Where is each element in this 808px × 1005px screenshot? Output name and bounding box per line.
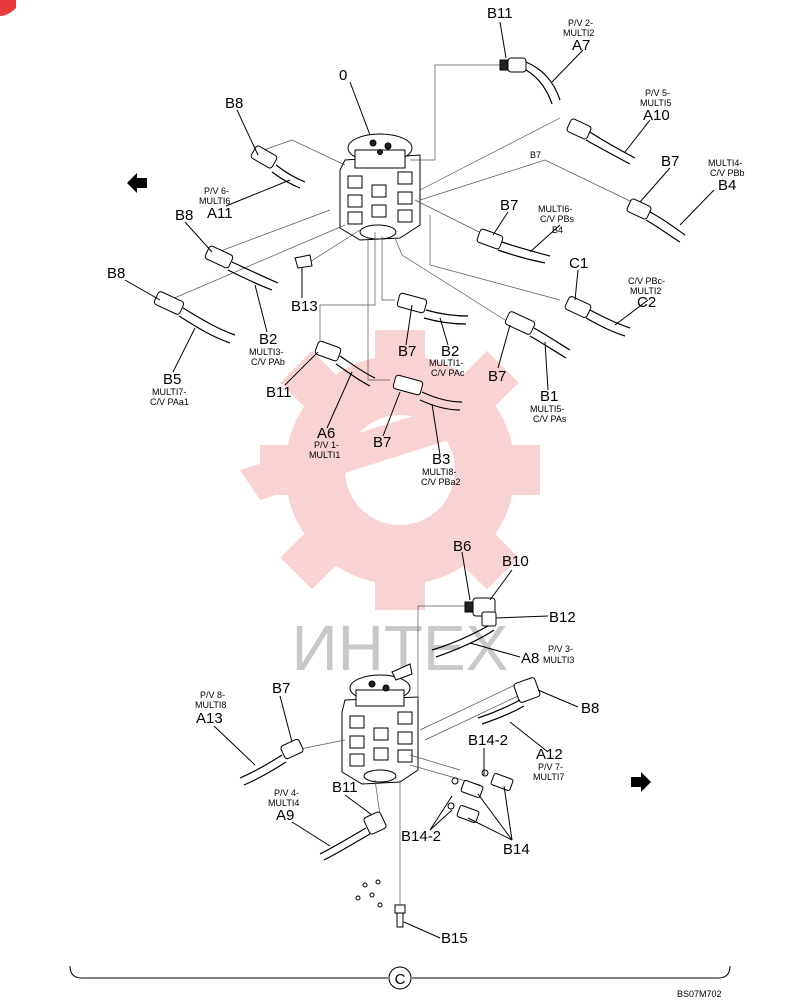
label-b7-b2: B7 — [398, 343, 416, 360]
note-b4b-2: C/V PBs — [540, 214, 575, 224]
note-b1-2: C/V PAs — [533, 414, 567, 424]
label-b7-a10: B7 — [530, 150, 541, 160]
top-hoses — [153, 57, 686, 411]
label-a11: A11 — [207, 205, 233, 222]
label-c1: C1 — [569, 255, 588, 272]
circle-c-label: C — [395, 971, 406, 988]
bottom-leader-lines — [294, 605, 521, 905]
label-b12: B12 — [549, 609, 576, 626]
note-a10-1: P/V 5- — [645, 88, 670, 98]
corner-mark — [0, 0, 16, 16]
label-b5: B5 — [163, 371, 181, 388]
note-a6-2: MULTI1 — [309, 450, 340, 460]
note-b2-left-1: MULTI3- — [249, 347, 283, 357]
note-b2-left-2: C/V PAb — [251, 357, 285, 367]
labels: B11 P/V 2- MULTI2 A7 0 P/V 5- MULTI5 A10… — [107, 5, 745, 947]
label-b13: B13 — [291, 298, 318, 315]
top-valve-body — [339, 133, 421, 241]
label-b4: B4 — [718, 177, 736, 194]
note-a11-2: MULTI6 — [199, 196, 230, 206]
note-b4-2: C/V PBb — [710, 168, 745, 178]
label-a13: A13 — [196, 710, 223, 727]
label-zero: 0 — [339, 67, 347, 84]
label-a8: A8 — [521, 650, 539, 667]
bottom-pointer-lines — [213, 551, 579, 939]
label-b7-b4b: B7 — [500, 197, 518, 214]
label-b3: B3 — [432, 451, 450, 468]
note-b2-center-2: C/V PAc — [431, 368, 465, 378]
note-a7-1: P/V 2- — [568, 18, 593, 28]
right-arrow-icon[interactable] — [631, 772, 651, 792]
label-a9: A9 — [276, 807, 294, 824]
note-c2-1: C/V PBc- — [628, 276, 665, 286]
label-a6: A6 — [317, 425, 335, 442]
label-b8-low: B8 — [581, 700, 599, 717]
bottom-bracket: C — [69, 965, 731, 990]
label-b14-2-b: B14-2 — [401, 828, 441, 845]
label-b4b: B4 — [552, 225, 563, 235]
note-a12-1: P/V 7- — [538, 762, 563, 772]
label-b14: B14 — [503, 841, 530, 858]
note-a9-2: MULTI4 — [268, 798, 299, 808]
label-b8-a: B8 — [225, 95, 243, 112]
note-b5-1: MULTI7- — [152, 387, 186, 397]
note-b5-2: C/V PAa1 — [150, 397, 189, 407]
label-b7-b1: B7 — [488, 368, 506, 385]
label-b8-c: B8 — [107, 265, 125, 282]
note-b2-center-1: MULTI1- — [429, 358, 463, 368]
note-b4-1: MULTI4- — [708, 158, 742, 168]
label-b10: B10 — [502, 553, 529, 570]
note-c2-2: MULTI2 — [630, 286, 661, 296]
note-a7-2: MULTI2 — [563, 28, 594, 38]
drawing-code: BS07M702 — [677, 989, 722, 999]
label-b1: B1 — [540, 388, 558, 405]
note-b4b-1: MULTI6- — [538, 204, 572, 214]
label-b14-2-a: B14-2 — [468, 732, 508, 749]
label-b7-low: B7 — [272, 680, 290, 697]
top-leader-lines — [164, 64, 633, 381]
note-a8-2: MULTI3 — [543, 655, 574, 665]
note-a8-1: P/V 3- — [548, 644, 573, 654]
note-a13-1: P/V 8- — [200, 690, 225, 700]
note-a9-1: P/V 4- — [274, 788, 299, 798]
note-b3-1: MULTI8- — [422, 467, 456, 477]
note-a6-1: P/V 1- — [314, 440, 339, 450]
top-pointer-lines — [124, 21, 715, 456]
label-b2-left: B2 — [259, 331, 277, 348]
label-b6: B6 — [453, 538, 471, 555]
label-a12: A12 — [536, 746, 563, 763]
note-a13-2: MULTI8 — [195, 700, 226, 710]
label-b7-b3: B7 — [373, 434, 391, 451]
label-b15: B15 — [441, 930, 468, 947]
label-b8-b: B8 — [175, 207, 193, 224]
label-a7: A7 — [572, 37, 590, 54]
bottom-valve-body — [341, 663, 419, 785]
note-b1-1: MULTI5- — [530, 404, 564, 414]
label-b11-low: B11 — [332, 779, 358, 796]
label-b11-mid: B11 — [266, 384, 292, 401]
label-b2-center: B2 — [441, 343, 459, 360]
note-a10-2: MULTI5 — [640, 98, 671, 108]
note-a11-1: P/V 6- — [204, 186, 229, 196]
note-a12-2: MULTI7 — [533, 772, 564, 782]
label-b11-top: B11 — [487, 5, 513, 22]
label-a10: A10 — [643, 107, 670, 124]
left-arrow-icon[interactable] — [127, 173, 147, 193]
note-b3-2: C/V PBa2 — [421, 477, 461, 487]
label-c2: C2 — [637, 294, 656, 311]
label-b7-b4: B7 — [661, 153, 679, 170]
